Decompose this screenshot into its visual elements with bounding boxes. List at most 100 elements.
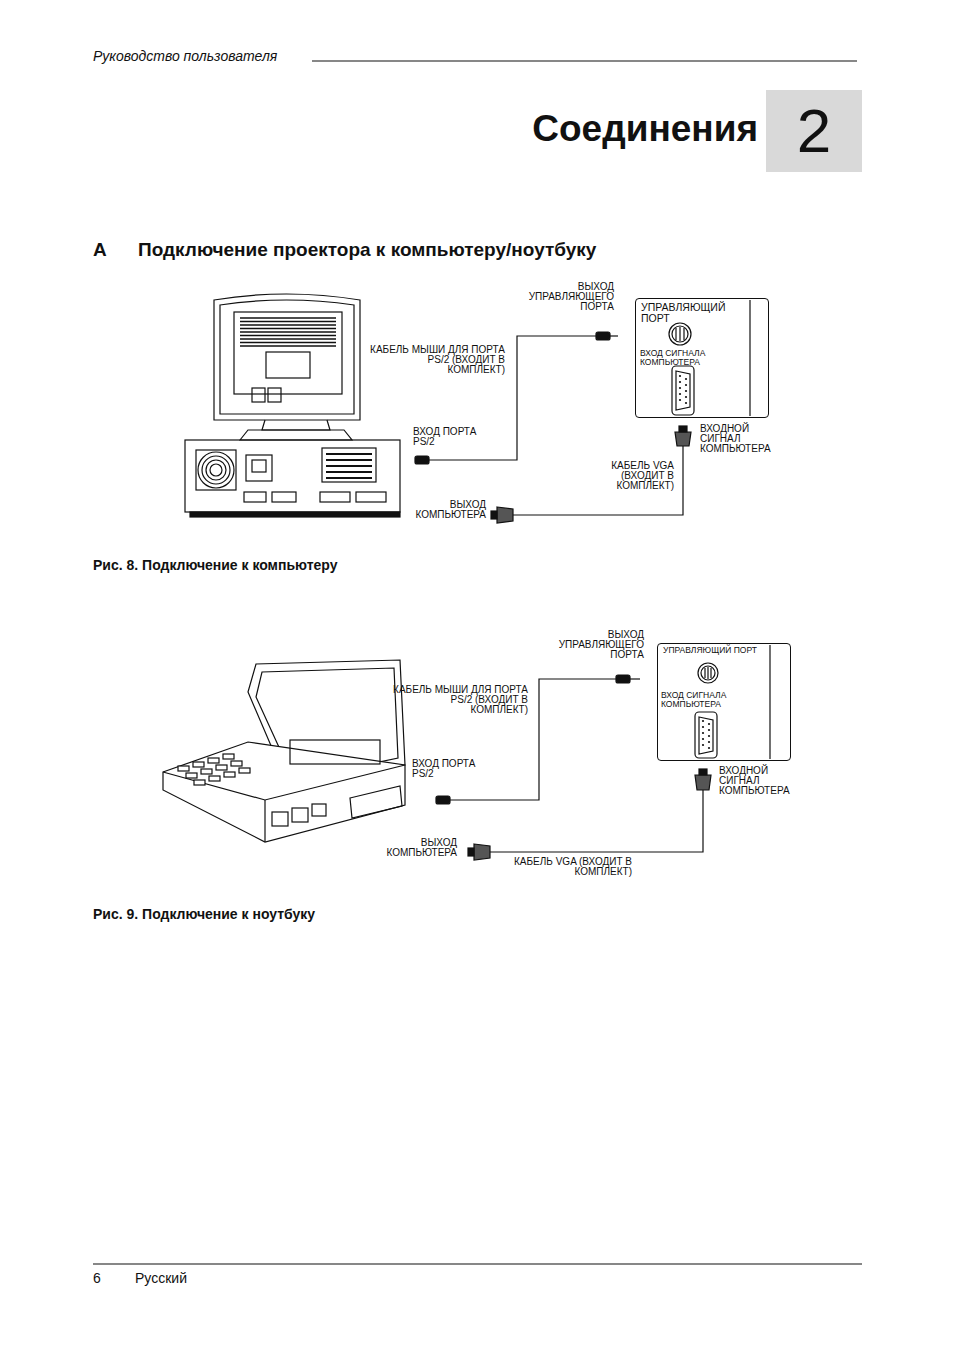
figure-caption: Рис. 9. Подключение к ноутбуку (93, 907, 613, 921)
notebook-drawing (193, 762, 204, 767)
port-name: ВХОД СИГНАЛА КОМПЬЮТЕРА (640, 349, 748, 366)
projector-panel-parts (685, 402, 687, 404)
rule-lines (93, 61, 862, 1264)
system-unit-drawing (326, 477, 372, 479)
projector-panel-parts (679, 327, 680, 341)
port-name: УПРАВЛЯЮЩИЙ ПОРТ (641, 302, 741, 323)
section-heading: Подключение проектора к компьютеру/ноутб… (138, 240, 758, 259)
cable-vga (513, 446, 683, 515)
projector-panel-parts (702, 732, 704, 734)
cable-vga (491, 426, 691, 523)
projector-panel-parts (672, 366, 694, 415)
notebook-drawing (163, 742, 405, 842)
cable-label: КАБЕЛЬ VGA (ВХОДИТ В КОМПЛЕКТ) (600, 461, 674, 491)
projector-panel: УПРАВЛЯЮЩИЙ ПОРТВХОД СИГНАЛА КОМПЬЮТЕРА (657, 643, 791, 761)
section-letter: A (93, 240, 123, 259)
system-unit-drawing (246, 455, 272, 481)
monitor-drawing (240, 331, 336, 333)
cable-vga (490, 790, 703, 852)
system-unit-drawing (185, 440, 400, 512)
footer-text: Русский (135, 1271, 255, 1285)
notebook-drawing (264, 800, 265, 842)
notebook-drawing (201, 769, 212, 774)
cable-ps2 (610, 335, 618, 336)
port-label: ВХОД ПОРТА PS/2 (412, 759, 492, 779)
notebook-drawing (312, 804, 326, 816)
monitor-drawing (214, 294, 360, 440)
monitor-drawing (240, 321, 336, 323)
monitor-drawing (240, 342, 336, 344)
monitor-drawing (240, 324, 336, 326)
notebook-drawing (350, 786, 402, 818)
system-unit-drawing (356, 492, 386, 502)
system-unit-drawing (252, 460, 266, 472)
projector-panel-parts (702, 744, 704, 746)
projector-panel-parts (685, 396, 687, 398)
system-unit-drawing (326, 471, 372, 473)
port-label: ВХОДНОЙ СИГНАЛ КОМПЬЮТЕРА (700, 424, 778, 454)
system-unit-drawing (326, 459, 372, 461)
notebook-drawing (292, 808, 308, 822)
monitor-drawing (234, 312, 342, 394)
projector-panel-parts (683, 328, 684, 340)
cable-vga (468, 848, 474, 856)
projector-panel-parts (708, 735, 710, 737)
projector-panel-parts (685, 384, 687, 386)
cable-ps2 (415, 456, 429, 464)
projector-panel-parts (676, 371, 690, 410)
notebook-drawing (231, 761, 242, 766)
system-unit-drawing (190, 512, 400, 517)
system-unit-drawing (272, 492, 296, 502)
cable-vga (679, 426, 687, 432)
notebook-drawing (224, 772, 235, 777)
projector-panel-parts (679, 399, 681, 401)
projector-panel-parts (769, 645, 770, 759)
projector-panel-parts (672, 326, 688, 342)
projector-panel-parts (704, 668, 705, 678)
projector-panel-parts (685, 378, 687, 380)
monitor-drawing (240, 328, 336, 330)
monitor-drawing (214, 294, 360, 420)
notebook-drawing (216, 765, 227, 770)
cable-label: КАБЕЛЬ МЫШИ ДЛЯ ПОРТА PS/2 (ВХОДИТ В КОМ… (370, 345, 505, 375)
port-label: ВЫХОД УПРАВЛЯЮЩЕГО ПОРТА (534, 630, 644, 660)
page-number: 6 (93, 1271, 123, 1285)
projector-panel-parts (685, 390, 687, 392)
notebook-drawing (163, 660, 405, 842)
chapter-number: 2 (766, 100, 862, 162)
port-label: ВЫХОД КОМПЬЮТЕРА (396, 500, 486, 520)
system-unit-drawing (326, 454, 372, 478)
projector-panel-parts (710, 668, 711, 678)
figure-caption: Рис. 8. Подключение к компьютеру (93, 558, 613, 572)
monitor-drawing (268, 388, 281, 402)
projector-panel-parts (679, 387, 681, 389)
cable-vga (468, 769, 711, 860)
projector-panel-parts (669, 323, 691, 345)
monitor-drawing (240, 317, 336, 319)
cable-vga (497, 507, 513, 523)
cable-ps2 (596, 332, 610, 340)
cable-vga (675, 432, 691, 446)
projector-panel-parts (679, 375, 687, 404)
system-unit-drawing (320, 492, 350, 502)
cable-ps2 (436, 796, 450, 804)
monitor-drawing (220, 300, 354, 414)
notebook-drawing (239, 768, 250, 773)
system-unit-drawing (210, 464, 222, 476)
port-label: ВХОД ПОРТА PS/2 (413, 427, 493, 447)
system-unit-drawing (326, 465, 372, 467)
notebook-drawing (208, 758, 219, 763)
notebook-drawing (178, 766, 189, 771)
projector-panel-parts (679, 393, 681, 395)
projector-panel: УПРАВЛЯЮЩИЙ ПОРТ ВХОД СИГНАЛА КОМПЬЮТЕРА (635, 298, 769, 418)
monitor-drawing (240, 345, 336, 347)
system-unit-drawing (196, 450, 236, 490)
port-name: УПРАВЛЯЮЩИЙ ПОРТ (663, 646, 763, 655)
projector-panel-parts (702, 738, 704, 740)
projector-panel-parts (679, 381, 681, 383)
projector-panel-parts (702, 726, 704, 728)
projector-panel-parts (695, 712, 717, 758)
port-label: ВХОДНОЙ СИГНАЛ КОМПЬЮТЕРА (719, 766, 797, 796)
cable-label: КАБЕЛЬ МЫШИ ДЛЯ ПОРТА PS/2 (ВХОДИТ В КОМ… (393, 685, 528, 715)
